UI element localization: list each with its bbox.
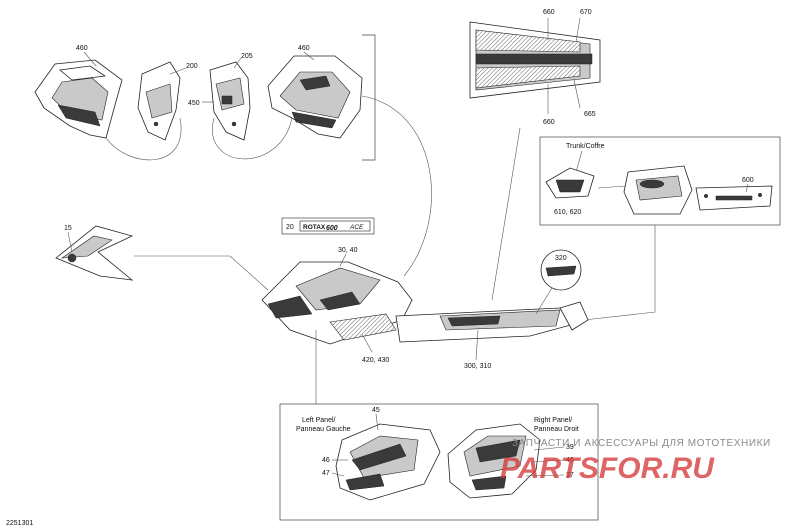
watermark-text: ЗАПЧАСТИ И АКСЕССУАРЫ ДЛЯ МОТОТЕХНИКИ bbox=[512, 438, 771, 449]
callout-670: 670 bbox=[580, 9, 592, 16]
right-side-panel-part bbox=[267, 55, 363, 139]
callout-660-top: 660 bbox=[543, 9, 555, 16]
left-panel-label-1: Left Panel/ bbox=[302, 417, 336, 424]
tunnel-top-view: 660 670 665 660 bbox=[469, 9, 601, 301]
engine-decal-part: 20 ROTAX 600 ACE bbox=[281, 217, 375, 235]
callout-39: 39 bbox=[566, 444, 574, 451]
trunk-label: Trunk/Coffre bbox=[566, 143, 605, 150]
callout-660-bottom: 660 bbox=[543, 119, 555, 126]
right-panel-label-2: Panneau Droit bbox=[534, 426, 579, 433]
figure-id: 2251301 bbox=[6, 520, 33, 527]
callout-46-right: 46 bbox=[566, 457, 574, 464]
callout-460-right: 460 bbox=[298, 45, 310, 52]
callout-205: 205 bbox=[241, 53, 253, 60]
callout-665: 665 bbox=[584, 111, 596, 118]
detail-circle-320: 320 bbox=[535, 249, 582, 315]
headlight-cover-part: 15 bbox=[55, 225, 269, 291]
callout-45: 45 bbox=[372, 407, 380, 414]
left-panel-part bbox=[335, 423, 441, 501]
callout-600: 600 bbox=[742, 177, 754, 184]
callout-46-left: 46 bbox=[322, 457, 330, 464]
side-panels-group: 460 200 205 450 460 bbox=[34, 34, 376, 161]
callout-450: 450 bbox=[188, 100, 200, 107]
part-205 bbox=[209, 61, 251, 141]
callout-15: 15 bbox=[64, 225, 72, 232]
callout-30-40: 30, 40 bbox=[338, 247, 358, 254]
left-panel-label-2: Panneau Gauche bbox=[296, 426, 351, 433]
callout-610-620: 610, 620 bbox=[554, 209, 581, 216]
trunk-box: Trunk/Coffre 610, 620 600 bbox=[539, 136, 781, 321]
right-panel-part bbox=[447, 423, 541, 499]
callout-20: 20 bbox=[286, 224, 294, 231]
trunk-frame bbox=[539, 136, 781, 226]
callout-420-430: 420, 430 bbox=[362, 357, 389, 364]
left-side-panel-part bbox=[34, 59, 123, 139]
watermark: ЗАПЧАСТИ И АКСЕССУАРЫ ДЛЯ МОТОТЕХНИКИ PA… bbox=[500, 438, 771, 485]
group-bracket bbox=[362, 34, 376, 161]
snowmobile-assembly: 30, 40 420, 430 300, 310 bbox=[261, 95, 589, 404]
callout-460-left: 460 bbox=[76, 45, 88, 52]
decal-600-text: 600 bbox=[326, 225, 338, 232]
panel-detail-frame bbox=[279, 403, 599, 521]
callout-300-310: 300, 310 bbox=[464, 363, 491, 370]
decal-frame bbox=[281, 217, 375, 235]
callout-37: 37 bbox=[566, 472, 574, 479]
right-panel-label-1: Right Panel/ bbox=[534, 417, 572, 424]
decal-ace-text: ACE bbox=[349, 224, 364, 231]
callout-47: 47 bbox=[322, 470, 330, 477]
part-200 bbox=[137, 61, 181, 141]
callout-320: 320 bbox=[555, 255, 567, 262]
decal-rotax-text: ROTAX bbox=[303, 224, 326, 231]
watermark-logo: PARTSFOR.RU bbox=[500, 452, 715, 485]
panel-detail-box: Left Panel/ Panneau Gauche Right Panel/ … bbox=[279, 403, 599, 521]
callout-200: 200 bbox=[186, 63, 198, 70]
